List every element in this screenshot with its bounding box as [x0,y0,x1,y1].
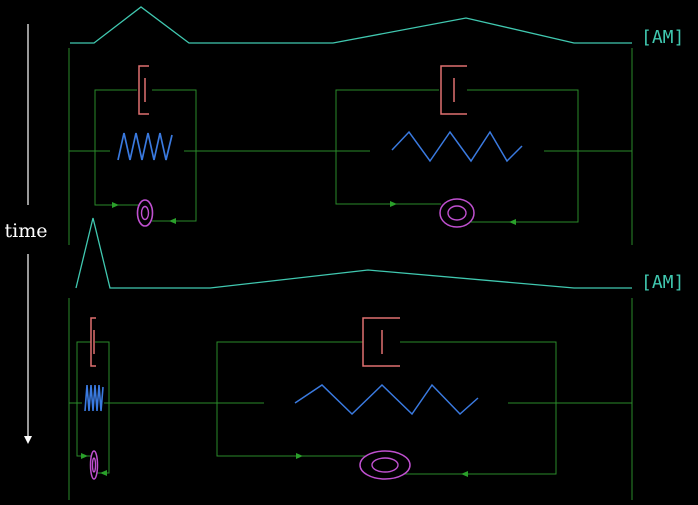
time-axis-label: time [5,220,48,242]
circuit-loop-left [76,341,91,457]
circuit-1-top [94,65,197,227]
circuit-loop-right [467,89,579,223]
envelope-waveform-top [70,6,632,44]
capacitor-icon [362,317,400,367]
capacitor-icon [138,65,149,115]
circuit-2-top [335,65,579,228]
inductor-coil-icon [117,132,173,161]
time-axis-arrowhead [24,436,32,444]
am-label-bottom: [AM] [641,272,684,293]
capacitor-icon [90,317,96,367]
inductor-coil-icon [294,383,479,416]
envelope-waveform-bottom [75,217,632,289]
current-arrow [390,201,397,207]
current-arrow [100,470,107,476]
resistor-loop-icon [89,450,99,480]
current-arrow [112,202,119,208]
panel-bottom: [AM] [68,217,684,500]
time-axis: time [5,24,48,444]
current-arrow [81,453,88,459]
current-arrow [169,218,176,224]
capacitor-icon [440,65,467,115]
circuit-1-bottom [76,317,110,480]
inductor-coil-icon [84,384,104,412]
circuit-loop-left [216,341,366,457]
resistor-loop-icon [359,450,411,480]
circuit-loop-right [400,341,557,475]
resistor-loop-icon [136,199,154,227]
resistor-loop-icon [439,198,475,228]
panel-top: [AM] [68,6,684,245]
circuit-2-bottom [216,317,557,480]
current-arrow [296,453,303,459]
circuit-loop-right [152,89,197,222]
circuit-loop-left [335,89,441,205]
current-arrow [461,471,468,477]
inductor-coil-icon [391,130,523,163]
current-arrow [509,219,516,225]
am-label-top: [AM] [641,27,684,48]
